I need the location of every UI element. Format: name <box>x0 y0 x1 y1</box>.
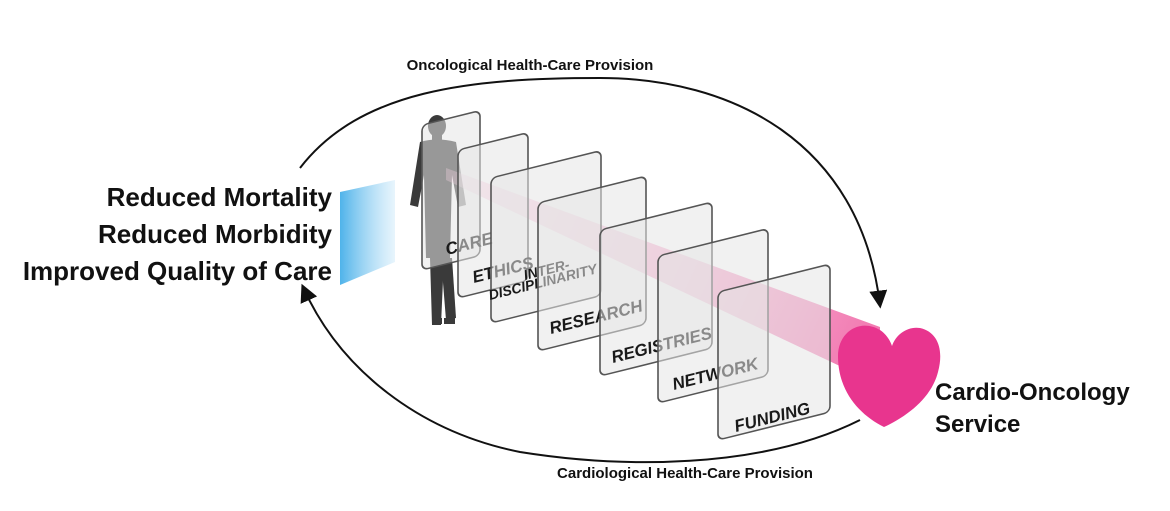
outcome-mortality: Reduced Mortality <box>107 182 333 212</box>
panel-stack: CAREETHICSINTER-DISCIPLINARITYRESEARCHRE… <box>421 111 880 440</box>
outcome-quality: Improved Quality of Care <box>23 256 332 286</box>
service-line-2: Service <box>935 411 1020 438</box>
outcome-morbidity: Reduced Morbidity <box>98 219 333 249</box>
heart-icon <box>838 325 941 427</box>
outcome-light-cone <box>340 180 395 285</box>
top-arc-arrow <box>299 76 888 309</box>
panel-frame <box>717 264 831 440</box>
bottom-label: Cardiological Health-Care Provision <box>557 465 813 482</box>
top-label: Oncological Health-Care Provision <box>407 57 654 74</box>
bottom-arc-arrow <box>300 283 861 464</box>
service-line-1: Cardio-Oncology <box>935 379 1130 406</box>
panel-funding: FUNDING <box>717 264 831 440</box>
